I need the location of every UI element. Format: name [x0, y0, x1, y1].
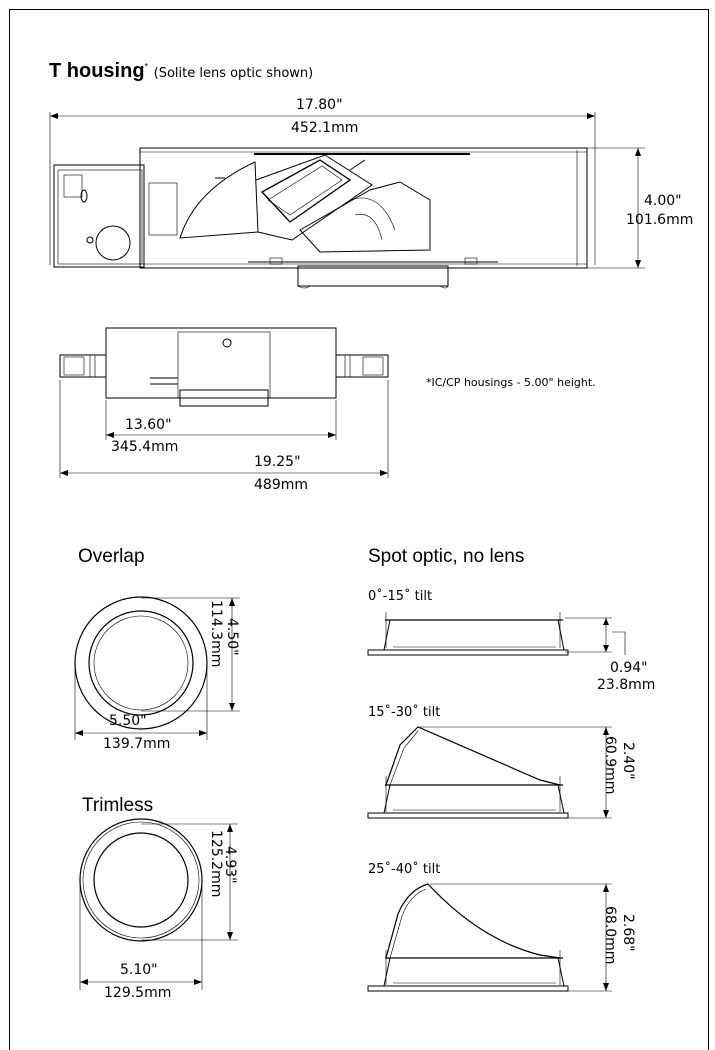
housing-outer-mm: 489mm — [254, 477, 308, 493]
spot-tilt-0-15-drawing — [367, 612, 626, 656]
housing-height-mm: 101.6mm — [626, 212, 694, 228]
housing-side-view — [49, 112, 645, 289]
housing-inner-in: 13.60" — [125, 417, 172, 433]
overlap-diam-in: 5.50" — [109, 713, 147, 729]
housing-top-view — [59, 327, 389, 478]
overlap-hole-in: 4.50" — [224, 618, 240, 656]
trimless-drawing — [79, 818, 238, 990]
spot-heading: Spot optic, no lens — [368, 546, 525, 567]
page-frame — [9, 9, 709, 1050]
housing-height-in: 4.00" — [644, 193, 682, 209]
trimless-heading: Trimless — [82, 795, 154, 816]
overlap-heading: Overlap — [78, 546, 145, 567]
tilt-25-40-label: 25˚-40˚ tilt — [368, 862, 441, 877]
housing-outer-in: 19.25" — [254, 454, 301, 470]
tilt-15-30-in: 2.40" — [620, 742, 636, 780]
trimless-diam-mm: 129.5mm — [104, 985, 172, 1001]
spot-tilt-15-30-drawing — [367, 726, 612, 819]
overlap-hole-mm: 114.3mm — [208, 600, 224, 668]
tilt-15-30-label: 15˚-30˚ tilt — [368, 705, 441, 720]
housing-width-in: 17.80" — [296, 97, 343, 113]
trimless-hole-mm: 125.2mm — [208, 830, 224, 898]
trimless-diam-in: 5.10" — [120, 962, 158, 978]
tilt-0-15-in: 0.94" — [610, 660, 648, 676]
title-text: T housing — [49, 60, 145, 82]
trimless-hole-in: 4.93" — [222, 846, 238, 884]
tilt-25-40-in: 2.68" — [620, 914, 636, 952]
title-footnote-mark: * — [144, 61, 149, 72]
housing-width-mm: 452.1mm — [291, 120, 359, 136]
page-title: T housing* (Solite lens optic shown) — [49, 60, 313, 83]
overlap-diam-mm: 139.7mm — [103, 736, 171, 752]
overlap-trim-drawing — [74, 596, 240, 740]
tilt-25-40-mm: 68.0mm — [602, 906, 618, 965]
spot-tilt-25-40-drawing — [367, 883, 612, 992]
tilt-0-15-mm: 23.8mm — [597, 677, 656, 693]
title-subtitle: (Solite lens optic shown) — [153, 66, 314, 81]
ic-cp-note: *IC/CP housings - 5.00" height. — [426, 376, 596, 389]
tilt-0-15-label: 0˚-15˚ tilt — [368, 589, 433, 604]
tilt-15-30-mm: 60.9mm — [602, 736, 618, 795]
housing-inner-mm: 345.4mm — [111, 439, 179, 455]
